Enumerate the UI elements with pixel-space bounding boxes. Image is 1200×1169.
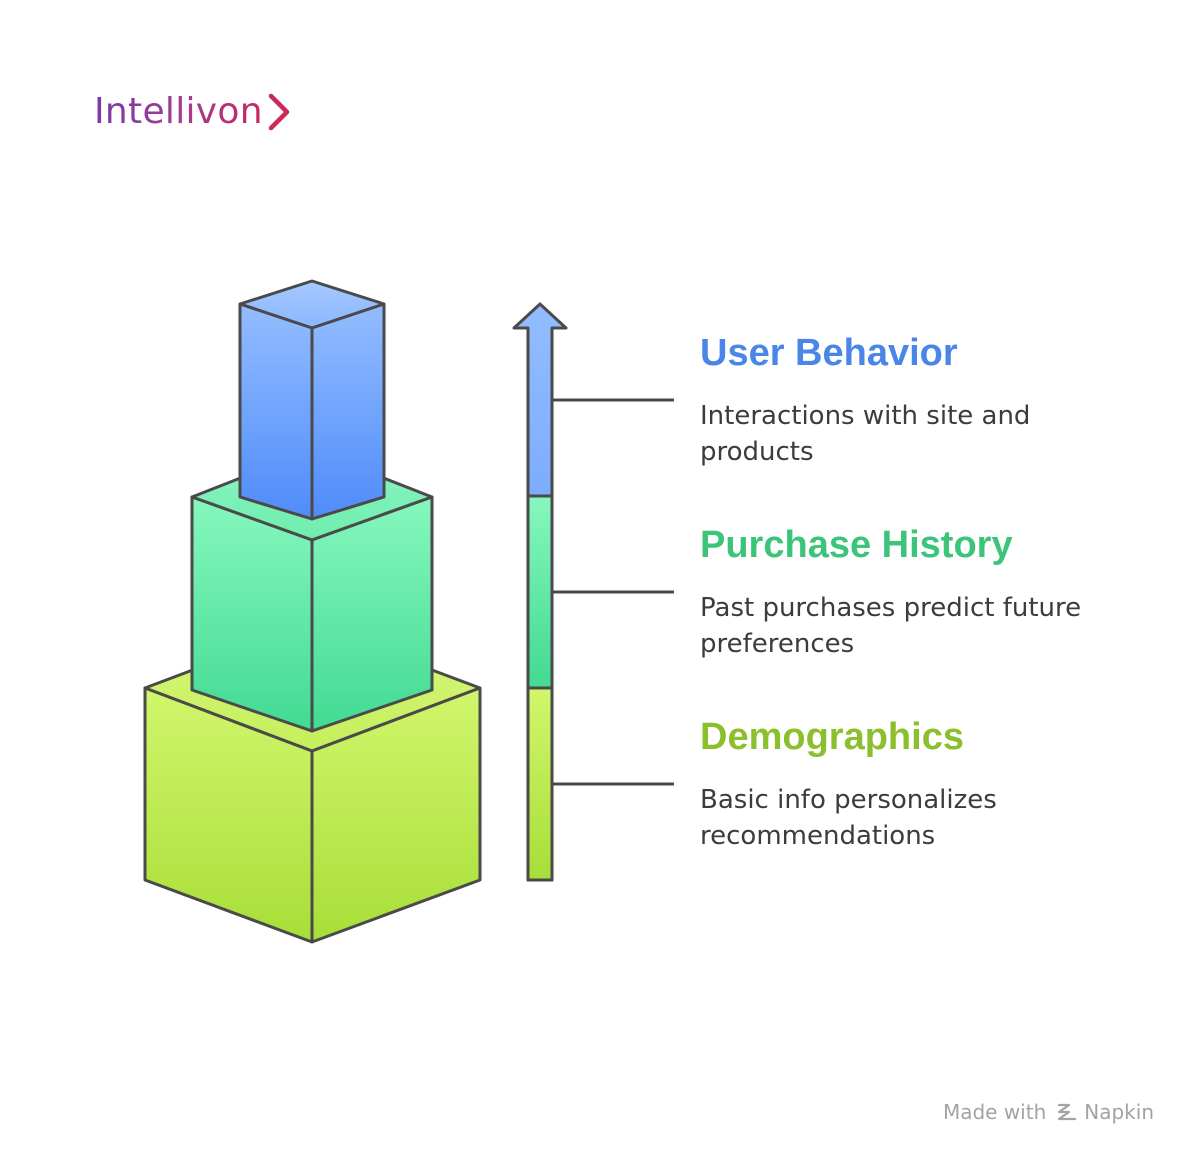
chevron-right-icon bbox=[268, 93, 290, 131]
progress-arrow bbox=[512, 302, 568, 882]
watermark-prefix: Made with bbox=[942, 1100, 1047, 1124]
arrow-segment-lime bbox=[526, 686, 554, 882]
user-behavior-block bbox=[238, 279, 386, 521]
level-title: Demographics bbox=[700, 716, 964, 758]
level-description: Past purchases predict future preference… bbox=[700, 593, 1082, 659]
napkin-icon bbox=[1058, 1103, 1077, 1121]
level-description: Basic info personalizes recommendations bbox=[700, 785, 997, 851]
level-title: User Behavior bbox=[700, 332, 958, 374]
connector-lines bbox=[552, 398, 674, 786]
level-demographics: Demographics Basic info personalizes rec… bbox=[700, 718, 1100, 854]
made-with-napkin-watermark: Made with Napkin bbox=[943, 1100, 1154, 1124]
watermark-brand: Napkin bbox=[1084, 1100, 1154, 1124]
level-title: Purchase History bbox=[700, 524, 1013, 566]
level-user-behavior: User Behavior Interactions with site and… bbox=[700, 334, 1100, 470]
level-purchase-history: Purchase History Past purchases predict … bbox=[700, 526, 1100, 662]
logo-text: Intellivon bbox=[94, 91, 263, 132]
intellivon-logo: Intellivon bbox=[94, 92, 293, 132]
level-description: Interactions with site and products bbox=[700, 401, 1031, 467]
arrow-segment-teal bbox=[526, 494, 554, 690]
